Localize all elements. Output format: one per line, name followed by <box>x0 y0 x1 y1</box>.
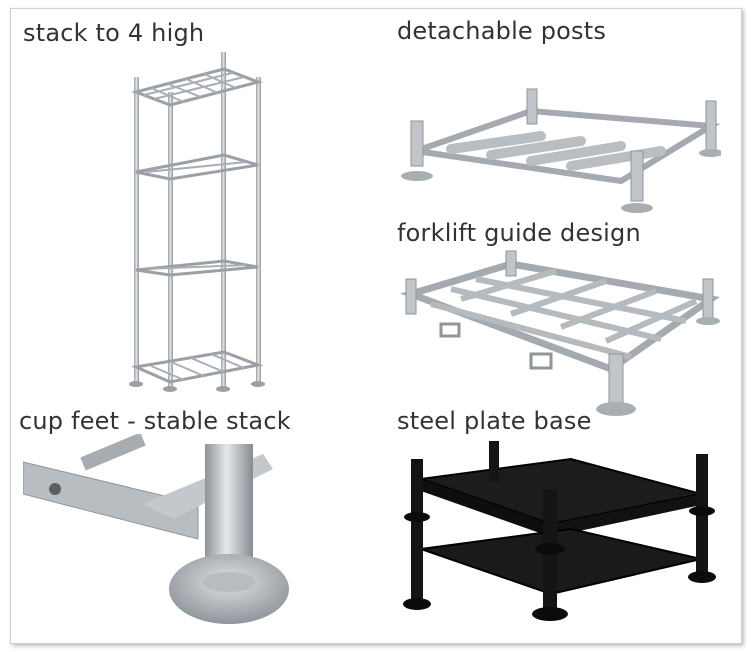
caption-detachable-posts: detachable posts <box>397 17 607 45</box>
caption-stack-to-4-high: stack to 4 high <box>23 19 205 47</box>
caption-forklift-guide-design: forklift guide design <box>397 219 641 247</box>
caption-cup-feet-stable-stack: cup feet - stable stack <box>19 407 291 435</box>
cup-feet-image <box>23 434 323 634</box>
steel-plate-base-image <box>391 439 721 629</box>
stacked-racks-image <box>106 47 286 397</box>
product-collage: stack to 4 high detachable posts forklif… <box>10 8 742 644</box>
caption-steel-plate-base: steel plate base <box>397 407 592 435</box>
forklift-guide-image <box>391 249 721 424</box>
detachable-posts-image <box>391 71 721 216</box>
